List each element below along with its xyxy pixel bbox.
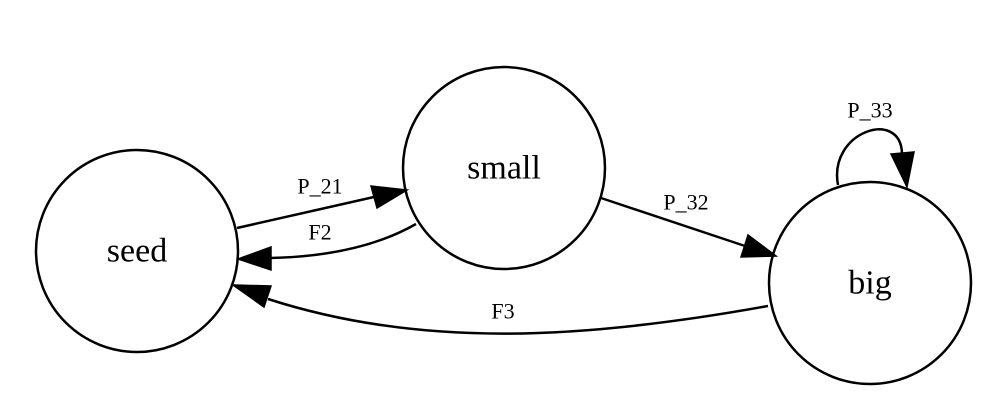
edge-seed-to-small-label: P_21 xyxy=(297,174,342,199)
edge-small-to-big-arrowhead xyxy=(739,233,779,258)
edge-big-self-loop-arrowhead xyxy=(889,151,915,190)
node-seed: seed xyxy=(34,148,240,354)
edge-big-to-seed-arrowhead xyxy=(230,284,273,309)
edge-big-self-loop-label: P_33 xyxy=(847,98,892,123)
edge-small-to-seed: F2 xyxy=(235,220,417,272)
edge-small-to-big-line xyxy=(600,196,746,248)
edge-big-self-loop-line xyxy=(835,128,904,186)
edge-big-to-seed-label: F3 xyxy=(491,299,514,324)
edge-small-to-big-label: P_32 xyxy=(663,190,708,215)
node-small: small xyxy=(401,65,607,271)
node-seed-circle xyxy=(34,148,240,354)
node-big-label: big xyxy=(848,265,891,302)
edge-small-to-seed-label: F2 xyxy=(308,220,331,245)
edge-big-self-loop: P_33 xyxy=(835,98,915,190)
edge-big-to-seed: F3 xyxy=(230,284,769,335)
edge-big-to-seed-line xyxy=(267,297,769,335)
node-seed-label: seed xyxy=(107,233,167,270)
edge-seed-to-small-line xyxy=(236,195,375,230)
node-big-circle xyxy=(767,180,973,386)
edge-small-to-seed-line xyxy=(270,222,417,260)
node-small-label: small xyxy=(467,150,541,187)
edge-small-to-seed-arrowhead xyxy=(235,245,272,272)
edge-seed-to-small-arrowhead xyxy=(369,185,410,210)
edge-seed-to-small: P_21 xyxy=(236,174,410,230)
node-big: big xyxy=(767,180,973,386)
edge-small-to-big: P_32 xyxy=(600,190,779,258)
node-small-circle xyxy=(401,65,607,271)
